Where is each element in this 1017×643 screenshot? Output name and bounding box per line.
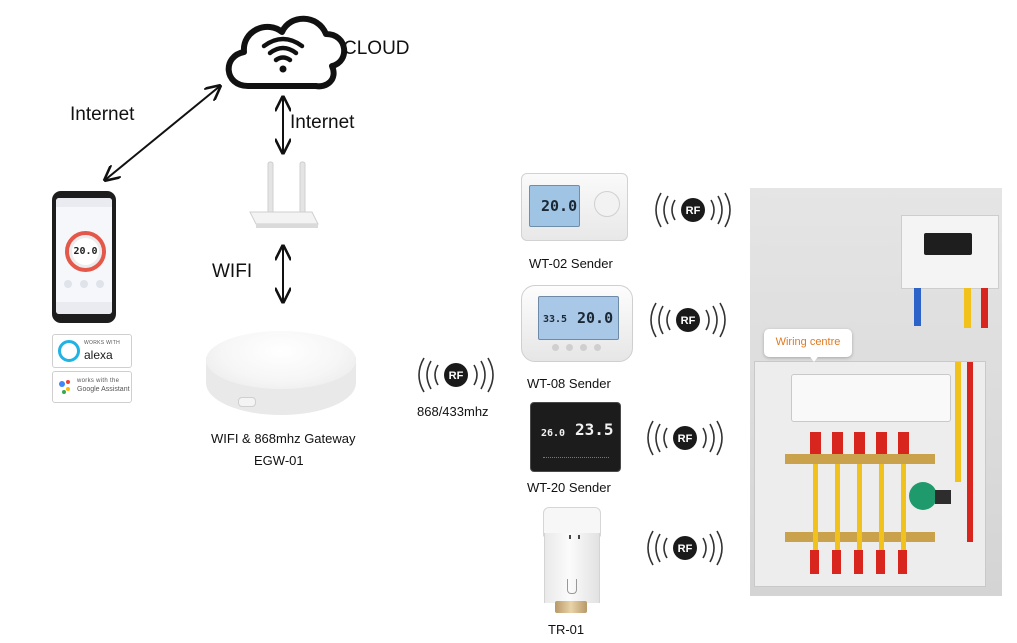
wt08-key-icon — [566, 344, 573, 351]
wt08-key-icon — [552, 344, 559, 351]
wt08-key-icon — [594, 344, 601, 351]
rf-signal-icon: RF — [647, 420, 723, 456]
wt20-readout: 23.5 — [575, 420, 614, 439]
wt02-thermostat: 20.0 — [521, 173, 628, 241]
phone-screen: 20.0 — [56, 198, 112, 314]
tr01-label: TR-01 — [548, 622, 585, 637]
rf-badge-text: RF — [686, 205, 701, 217]
rf-signal-icon: RF — [650, 302, 726, 338]
works-with-alexa-badge: WORKS WITH alexa — [52, 334, 132, 368]
wt02-readout: 20.0 — [541, 197, 578, 215]
tr01-indicator-icon — [569, 535, 580, 539]
wiring-controller-board — [791, 374, 951, 422]
wt08-small-readout: 33.5 — [543, 314, 568, 325]
gateway-label: WIFI & 868mhz Gateway — [211, 431, 356, 446]
works-with-google-badge: works with the Google Assistant — [52, 371, 132, 403]
wt20-label: WT-20 Sender — [527, 480, 611, 495]
tr01-brass-ring — [555, 601, 587, 613]
boiler-display — [924, 233, 972, 255]
cloud-icon — [225, 15, 348, 90]
tr01-u-mark — [567, 579, 577, 594]
gateway-button — [238, 397, 256, 407]
manifold-cabinet — [754, 361, 986, 587]
phone-control-icon — [64, 280, 72, 288]
phone-control-icon — [80, 280, 88, 288]
frequency-label: 868/433mhz — [417, 404, 489, 419]
wt02-dial-icon — [594, 191, 620, 217]
phone-control-icon — [96, 280, 104, 288]
google-badge-text: Google Assistant — [77, 386, 130, 393]
phone-thermostat-dial: 20.0 — [65, 231, 106, 272]
alexa-badge-text: alexa — [84, 348, 113, 362]
wt08-key-icon — [580, 344, 587, 351]
cloud-label: CLOUD — [343, 38, 410, 59]
wt20-small-readout: 26.0 — [541, 428, 566, 439]
wt08-lcd-screen: 33.5 20.0 — [538, 296, 619, 340]
smartphone: 20.0 — [52, 191, 116, 323]
manifold-pipes — [914, 288, 988, 328]
internet-label-left: Internet — [70, 104, 135, 125]
rf-signal-icon: RF — [655, 192, 731, 228]
internet-label-right: Internet — [290, 112, 355, 133]
boiler-unit — [901, 215, 999, 289]
router-icon — [249, 161, 319, 228]
rf-badge-text: RF — [681, 315, 696, 327]
google-badge-small-text: works with the — [77, 378, 120, 384]
wiring-centre-callout-text: Wiring centre — [775, 336, 841, 348]
phone-app-header — [56, 198, 112, 207]
tr01-valve-body — [544, 533, 600, 603]
wiring-centre-callout: Wiring centre — [764, 329, 852, 357]
wifi-label: WIFI — [212, 261, 253, 282]
phone-temperature: 20.0 — [73, 246, 98, 257]
wt02-label: WT-02 Sender — [529, 256, 613, 271]
wt08-label: WT-08 Sender — [527, 376, 611, 391]
rf-signal-icon: RF — [647, 530, 723, 566]
wt20-thermostat: 26.0 23.5 — [530, 402, 621, 472]
rf-badge-text: RF — [449, 370, 464, 382]
rf-badge-text: RF — [678, 433, 693, 445]
phone-tab-bar — [56, 302, 112, 314]
alexa-logo-icon — [58, 340, 80, 362]
rf-badge-text: RF — [678, 543, 693, 555]
wt20-touch-keys — [543, 457, 609, 461]
wt08-thermostat: 33.5 20.0 — [521, 285, 633, 362]
gateway-model: EGW-01 — [254, 453, 304, 468]
wiring-centre-image: Wiring centre — [750, 188, 1002, 596]
arrow-phone-cloud — [105, 86, 220, 180]
rf-signal-icon: RF — [418, 357, 494, 393]
wt08-readout: 20.0 — [577, 309, 614, 327]
gateway-device — [206, 331, 356, 415]
alexa-badge-small-text: WORKS WITH — [84, 340, 121, 346]
wt02-lcd-screen: 20.0 — [529, 185, 580, 227]
